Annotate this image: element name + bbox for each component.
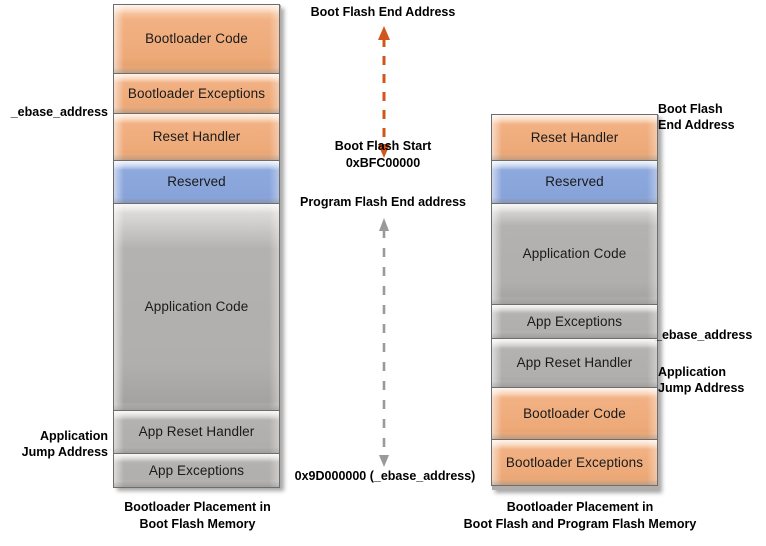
memory-block-label: Bootloader Exceptions — [505, 454, 644, 470]
right-memory-map: Reset Handler Reserved Application Code … — [491, 114, 658, 486]
center-label-program-flash-end-address: Program Flash End address — [299, 195, 467, 209]
memory-block-label: App Exceptions — [526, 313, 623, 329]
memory-block-bootloader-exceptions[interactable]: Bootloader Exceptions — [491, 439, 658, 486]
memory-block-application-code[interactable]: Application Code — [113, 203, 280, 411]
center-label-boot-flash-start: Boot Flash Start 0xBFC00000 — [334, 139, 432, 170]
memory-block-label: Reset Handler — [530, 129, 619, 145]
memory-block-application-code[interactable]: Application Code — [491, 203, 658, 305]
memory-block-label: Bootloader Code — [145, 31, 248, 47]
memory-block-label: App Exceptions — [148, 462, 245, 478]
memory-block-bootloader-code[interactable]: Bootloader Code — [491, 387, 658, 440]
left-annotation-ebase-address: _ebase_address — [10, 105, 108, 119]
memory-block-reset-handler[interactable]: Reset Handler — [491, 114, 658, 161]
left-stack-caption: Bootloader Placement in Boot Flash Memor… — [124, 500, 271, 531]
memory-block-label: Bootloader Exceptions — [127, 85, 266, 101]
memory-block-bootloader-code[interactable]: Bootloader Code — [113, 4, 280, 74]
right-annotation-ebase-address: _ebase_address — [655, 328, 753, 342]
memory-block-label: Bootloader Code — [523, 405, 626, 421]
memory-block-reserved[interactable]: Reserved — [491, 160, 658, 204]
memory-block-reset-handler[interactable]: Reset Handler — [113, 113, 280, 161]
left-memory-map: Bootloader Code Bootloader Exceptions Re… — [113, 4, 280, 488]
memory-block-reserved[interactable]: Reserved — [113, 160, 280, 204]
memory-block-label: Reserved — [167, 174, 226, 190]
memory-block-app-exceptions[interactable]: App Exceptions — [491, 304, 658, 339]
memory-block-app-reset-handler[interactable]: App Reset Handler — [113, 410, 280, 454]
program-flash-range-arrow — [379, 218, 389, 467]
center-label-program-flash-start: 0x9D000000 (_ebase_address) — [294, 469, 476, 483]
center-label-boot-flash-end-address: Boot Flash End Address — [310, 5, 456, 19]
memory-block-label: Reset Handler — [152, 129, 241, 145]
memory-block-label: Application Code — [144, 299, 249, 315]
right-annotation-application-jump-address: Application Jump Address — [658, 365, 745, 395]
memory-block-label: App Reset Handler — [138, 424, 255, 440]
memory-block-bootloader-exceptions[interactable]: Bootloader Exceptions — [113, 73, 280, 114]
memory-block-label: Application Code — [522, 246, 627, 262]
right-stack-caption: Bootloader Placement in Boot Flash and P… — [463, 500, 697, 531]
boot-flash-range-arrow — [378, 26, 390, 158]
memory-block-label: Reserved — [545, 174, 604, 190]
memory-block-app-exceptions[interactable]: App Exceptions — [113, 453, 280, 488]
memory-block-label: App Reset Handler — [516, 355, 633, 371]
right-annotation-boot-flash-end-address: Boot Flash End Address — [658, 102, 735, 132]
memory-block-app-reset-handler[interactable]: App Reset Handler — [491, 338, 658, 388]
left-annotation-application-jump-address: Application Jump Address — [21, 429, 108, 459]
